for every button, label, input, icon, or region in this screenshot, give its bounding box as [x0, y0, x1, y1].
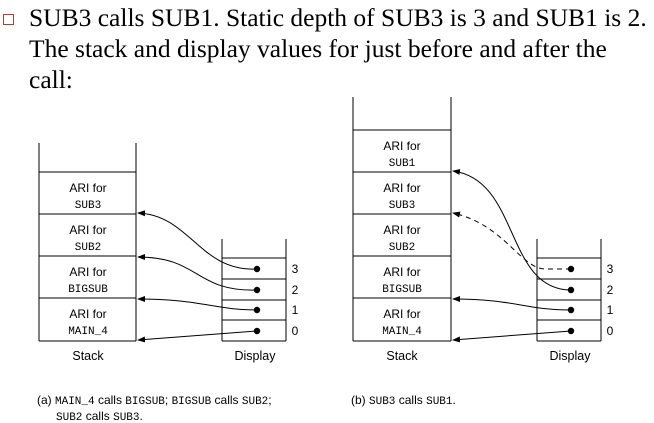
stack-cell-line1: ARI for: [383, 307, 420, 321]
display-index: 1: [292, 303, 299, 317]
stack-cell-line2: SUB2: [389, 242, 415, 254]
stack-cell: ARI for BIGSUB: [382, 265, 422, 296]
stack-cell-line1: ARI for: [383, 223, 420, 237]
stack-cell: ARI for SUB3: [383, 181, 420, 212]
panel-a-stack: [38, 143, 137, 342]
display-index: 0: [607, 324, 614, 338]
stack-cell-line2: SUB3: [389, 200, 415, 212]
stack-cell-line1: ARI for: [69, 181, 106, 195]
pointer-arrow: [137, 254, 258, 291]
stack-cell-line2: MAIN_4: [68, 326, 108, 338]
svg-text:(a) MAIN_4 calls BIGSUB; BIGSU: (a) MAIN_4 calls BIGSUB; BIGSUB calls SU…: [37, 393, 272, 408]
stack-cell-line1: ARI for: [383, 139, 420, 153]
saved-pointer-arrow: [452, 211, 571, 270]
panel-b-display: [536, 239, 602, 342]
stack-cell-line2: BIGSUB: [382, 284, 422, 296]
display-index: 2: [292, 283, 299, 297]
stack-cell: ARI for SUB2: [69, 223, 106, 254]
caption-b: (b) SUB3 calls SUB1.: [351, 393, 456, 408]
stack-cell-line1: ARI for: [69, 307, 106, 321]
panel-a-display: [221, 239, 287, 342]
display-index: 3: [607, 262, 614, 276]
stack-cell: ARI for SUB3: [69, 181, 106, 212]
pointer-arrow: [137, 330, 258, 343]
stack-cell: ARI for BIGSUB: [68, 265, 108, 296]
display-label: Display: [550, 349, 592, 363]
display-label: Display: [235, 349, 277, 363]
panel-a: ARI for SUB3 ARI for SUB2 ARI for BIGSUB…: [38, 143, 299, 363]
stack-cell: ARI for SUB1: [383, 139, 420, 170]
stack-cell-line2: SUB1: [389, 158, 416, 170]
stack-cell-line2: SUB3: [75, 200, 101, 212]
stack-cell-line1: ARI for: [69, 265, 106, 279]
panel-b: ARI for SUB1 ARI for SUB3 ARI for SUB2 A…: [352, 97, 614, 363]
stack-cell-line2: SUB2: [75, 242, 101, 254]
display-index: 0: [292, 324, 299, 338]
svg-text:SUB2 calls SUB3.: SUB2 calls SUB3.: [56, 409, 143, 423]
stack-label: Stack: [386, 349, 418, 363]
stack-cell-line2: BIGSUB: [68, 284, 108, 296]
panel-b-arrows: [452, 168, 572, 343]
svg-text:(b) SUB3 calls SUB1.: (b) SUB3 calls SUB1.: [351, 393, 456, 408]
stack-label: Stack: [72, 349, 104, 363]
bullet-square-icon: [3, 14, 14, 25]
stack-cell: ARI for MAIN_4: [68, 307, 108, 338]
panel-a-arrows: [137, 210, 258, 343]
stack-cell-line1: ARI for: [383, 181, 420, 195]
pointer-arrow: [137, 210, 258, 270]
pointer-arrow: [452, 330, 572, 343]
stack-cell-line2: MAIN_4: [382, 326, 422, 338]
caption-a: (a) MAIN_4 calls BIGSUB; BIGSUB calls SU…: [37, 393, 272, 423]
panel-b-stack: [352, 97, 452, 342]
display-index: 2: [607, 283, 614, 297]
bullet-point: SUB3 calls SUB1. Static depth of SUB3 is…: [0, 2, 654, 102]
display-index: 3: [292, 262, 299, 276]
display-index: 1: [607, 303, 614, 317]
stack-cell-line1: ARI for: [69, 223, 106, 237]
stack-cell: ARI for SUB2: [383, 223, 420, 254]
stack-cell-line1: ARI for: [383, 265, 420, 279]
pointer-arrow: [137, 296, 258, 311]
stack-cell: ARI for MAIN_4: [382, 307, 422, 338]
bullet-text: SUB3 calls SUB1. Static depth of SUB3 is…: [29, 3, 647, 94]
pointer-arrow: [452, 168, 572, 291]
pointer-arrow: [452, 296, 572, 311]
